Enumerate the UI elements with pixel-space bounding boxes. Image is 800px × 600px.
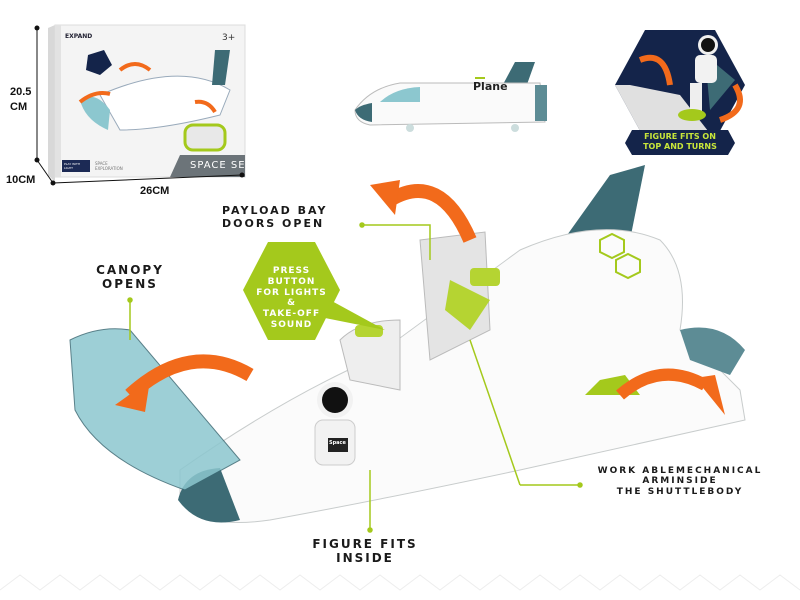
dimension-lines: [34, 25, 245, 186]
figure-line-2: INSIDE: [336, 550, 394, 565]
depth-dimension: 10CM: [6, 174, 36, 186]
package-box-graphic: [48, 24, 246, 182]
button-line-5: TAKE-OFF: [262, 309, 321, 320]
canopy-line-2: OPENS: [102, 276, 158, 291]
arm-callout: WORK ABLEMECHANICAL ARMINSIDE THE SHUTTL…: [580, 466, 780, 497]
light-badge: PLAY WITH LIGHT: [64, 162, 81, 170]
button-line-1: PRESS: [272, 266, 311, 276]
series-label: SPACE EXPLORATION: [95, 161, 123, 171]
arm-line-3: THE SHUTTLEBODY: [616, 486, 744, 497]
canopy-line-1: CANOPY: [96, 263, 164, 277]
button-line-2: BUTTON: [267, 276, 316, 287]
button-line-6: SOUND: [270, 319, 313, 330]
canopy-callout: CANOPY OPENS: [70, 263, 190, 292]
shuttle-side-view: Plane: [350, 50, 550, 135]
payload-line-1: PAYLOAD BAY: [222, 204, 328, 217]
width-dimension: 26CM: [140, 185, 170, 197]
astronaut-badge: Space: [329, 440, 346, 446]
button-line-3: FOR LIGHTS: [256, 287, 327, 298]
height-dimension: 20.5 CM: [10, 86, 32, 114]
button-callout: PRESS BUTTON FOR LIGHTS & TAKE-OFF SOUND: [243, 266, 340, 331]
package-title: SPACE SET: [190, 160, 253, 171]
figure-callout: FIGURE FITS INSIDE: [290, 537, 440, 566]
age-label: 3+: [222, 33, 236, 43]
inset-caption-1: FIGURE FITS ON: [644, 132, 716, 141]
package-box-image: EXPAND 3+ SPACE SET SPACE EXPLORATION PL…: [40, 20, 260, 190]
payload-callout: PAYLOAD BAY DOORS OPEN: [222, 204, 328, 230]
inset-caption-2: TOP AND TURNS: [643, 142, 717, 151]
button-line-4: &: [287, 298, 296, 309]
figure-line-1: FIGURE FITS: [312, 537, 418, 551]
shuttle-side-graphic: [354, 62, 547, 132]
payload-line-2: DOORS OPEN: [222, 216, 325, 230]
bottom-hex-pattern: [0, 574, 800, 591]
figure-turn-inset: FIGURE FITS ON TOP AND TURNS: [610, 25, 750, 155]
shuttle-logo: Plane: [473, 80, 508, 93]
brand-logo: EXPAND: [65, 33, 93, 40]
button-callout-hexagon: [243, 242, 340, 340]
arm-line-1: WORK ABLEMECHANICAL: [597, 466, 763, 476]
arm-line-2: ARMINSIDE: [642, 476, 718, 487]
callout-leader-lines: [127, 222, 583, 533]
inset-graphic: [615, 30, 745, 155]
